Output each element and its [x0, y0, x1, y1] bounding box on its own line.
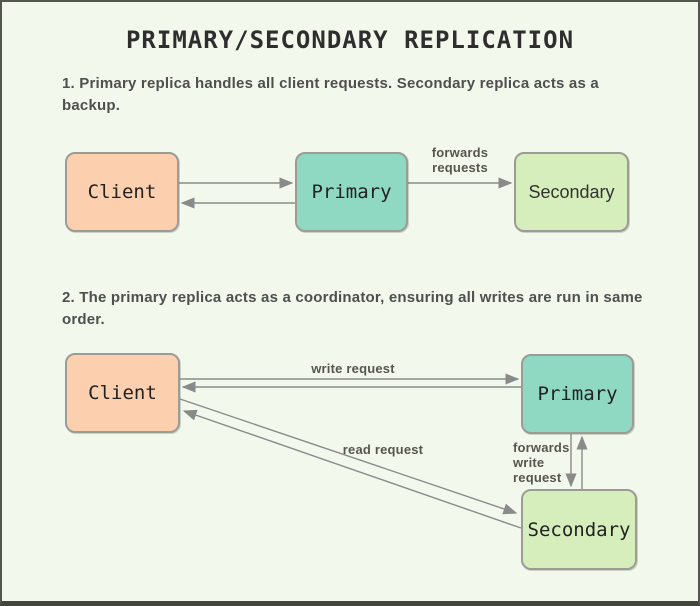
arrow-secondary-to-client-2 [182, 409, 522, 529]
node-client-2-label: Client [88, 382, 157, 404]
edge-label-forwards-requests: forwards requests [431, 145, 489, 175]
node-secondary-1: Secondary [514, 152, 629, 232]
section-1-heading: 1. Primary replica handles all client re… [62, 75, 599, 114]
section-2-heading: 2. The primary replica acts as a coordin… [62, 289, 643, 328]
node-primary-1: Primary [295, 152, 408, 232]
node-primary-2: Primary [521, 354, 634, 434]
node-client-1-label: Client [87, 181, 157, 203]
node-primary-1-label: Primary [311, 181, 392, 203]
edge-label-forwards-write-request: forwards write request [513, 440, 570, 485]
node-secondary-2: Secondary [521, 489, 637, 570]
node-secondary-2-label: Secondary [527, 518, 631, 541]
edge-label-write-request: write request [311, 361, 395, 376]
page-title: PRIMARY/SECONDARY REPLICATION [125, 26, 575, 54]
edge-label-read-request: read request [342, 442, 424, 457]
node-client-2: Client [65, 353, 180, 433]
node-primary-2-label: Primary [537, 383, 618, 405]
node-secondary-1-label: Secondary [528, 181, 615, 202]
node-client-1: Client [65, 152, 179, 232]
